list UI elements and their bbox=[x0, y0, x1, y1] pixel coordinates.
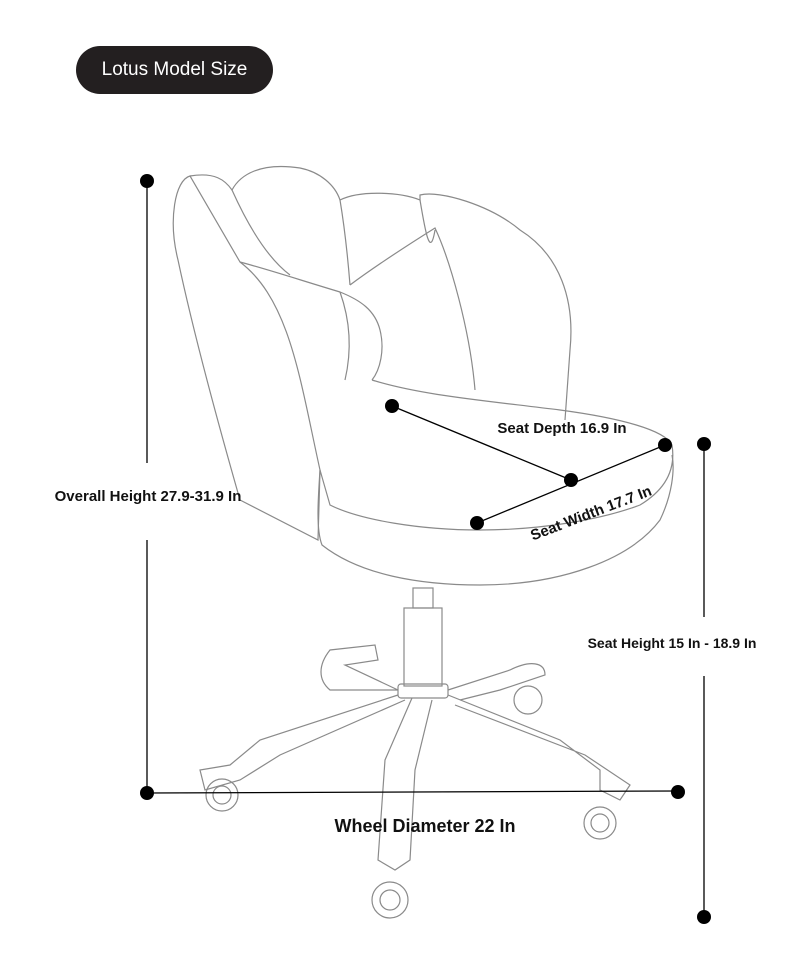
wheel-diameter-label: Wheel Diameter 22 In bbox=[334, 816, 515, 836]
dimension-endpoints bbox=[140, 174, 711, 924]
overall-height-label: Overall Height 27.9-31.9 In bbox=[55, 488, 242, 505]
endpoint-dot bbox=[385, 399, 399, 413]
endpoint-dot bbox=[671, 785, 685, 799]
seat-depth-label: Seat Depth 16.9 In bbox=[497, 420, 626, 437]
endpoint-dot bbox=[564, 473, 578, 487]
endpoint-dot bbox=[658, 438, 672, 452]
wheel-diameter-line bbox=[146, 790, 679, 794]
dimension-lines bbox=[146, 181, 705, 917]
model-title-badge: Lotus Model Size bbox=[76, 46, 273, 94]
seat-width-label: Seat Width 17.7 In bbox=[528, 483, 654, 545]
endpoint-dot bbox=[140, 786, 154, 800]
chair-sketch bbox=[172, 165, 674, 919]
endpoint-dot bbox=[697, 437, 711, 451]
endpoint-dot bbox=[470, 516, 484, 530]
endpoint-dot bbox=[697, 910, 711, 924]
seat-height-label: Seat Height 15 In - 18.9 In bbox=[588, 635, 757, 651]
endpoint-dot bbox=[140, 174, 154, 188]
seat-depth-line bbox=[391, 405, 572, 481]
